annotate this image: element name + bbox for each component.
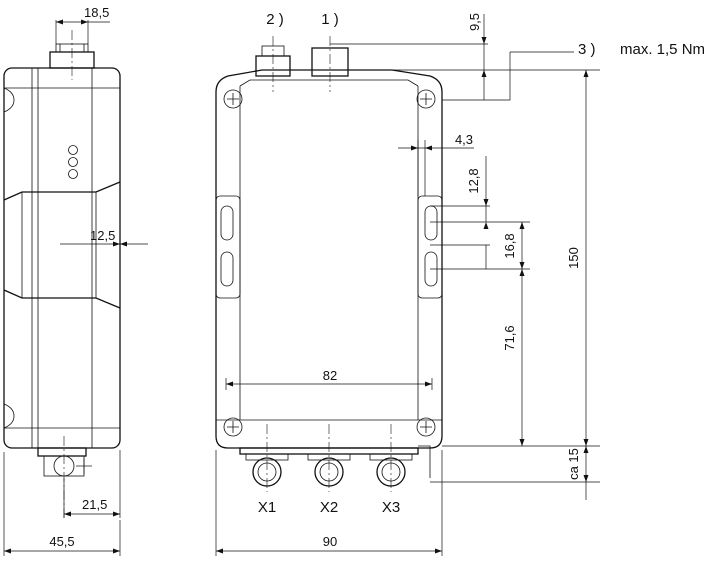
dim-slot-spacing: 12,8 <box>466 168 481 193</box>
dim-slot-offset: 4,3 <box>455 132 473 147</box>
dim-connector-height: 9,5 <box>467 13 482 31</box>
dim-slot-height: 71,6 <box>502 325 517 350</box>
side-view <box>3 30 121 520</box>
port-x1-label: X1 <box>258 499 276 516</box>
dim-top-connector-width: 18,5 <box>84 5 109 20</box>
callout-2: 2 ) <box>266 11 284 28</box>
callout-3: 3 ) <box>578 41 596 58</box>
side-dimensions <box>3 19 148 556</box>
port-x3-label: X3 <box>382 499 400 516</box>
dim-slot-length: 16,8 <box>502 233 517 258</box>
dim-bottom-connector-offset: 21,5 <box>82 497 107 512</box>
dim-inner-width: 82 <box>323 368 337 383</box>
port-x2-label: X2 <box>320 499 338 516</box>
dim-total-height: 150 <box>566 247 581 269</box>
front-view <box>215 36 443 492</box>
callout-1: 1 ) <box>321 11 339 28</box>
dim-side-depth: 45,5 <box>49 534 74 549</box>
dim-cable-clearance: ca 15 <box>566 448 581 480</box>
dim-total-width: 90 <box>323 534 337 549</box>
front-dimensions <box>215 14 600 556</box>
dim-slot-depth: 12,5 <box>90 228 115 243</box>
torque-note: max. 1,5 Nm <box>620 41 705 58</box>
labels: 18,5 12,5 21,5 45,5 9,5 4,3 12,8 16,8 71… <box>49 5 705 549</box>
